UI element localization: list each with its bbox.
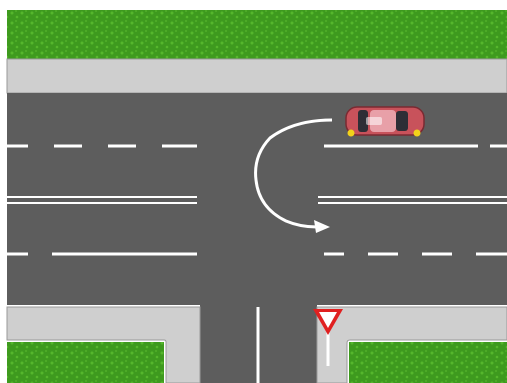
top-grass — [7, 10, 507, 59]
top-sidewalk — [7, 59, 507, 93]
main-road — [7, 93, 507, 305]
red-car-icon[interactable] — [346, 107, 424, 137]
bottom-left-grass — [7, 342, 164, 383]
bottom-right-grass — [349, 342, 507, 383]
